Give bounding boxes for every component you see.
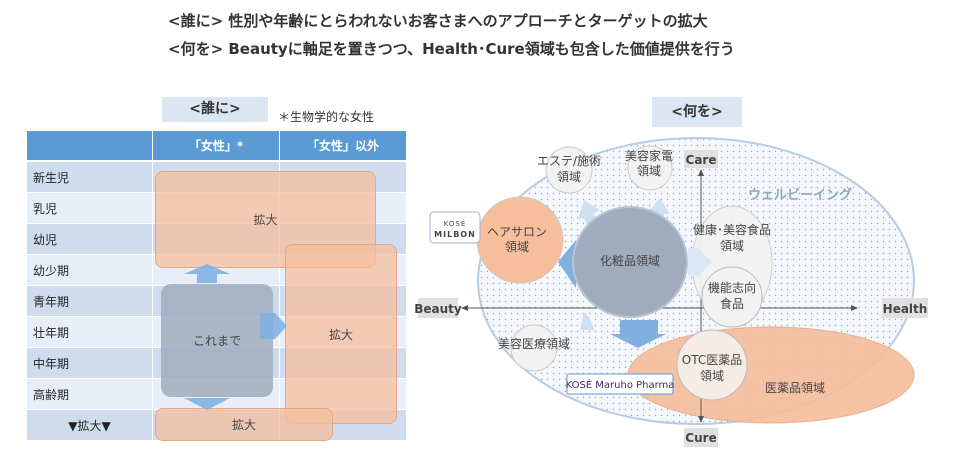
- arrow-down-icon: [184, 398, 230, 410]
- functional-food-label-2: 食品: [720, 296, 744, 311]
- table-row-label: 新生児: [27, 162, 152, 192]
- arrow-to-hair-icon: [558, 240, 576, 288]
- arrow-to-health-icon: [688, 248, 712, 276]
- table-row-label: 乳児: [27, 193, 152, 223]
- who-title: <誰に>: [162, 97, 268, 122]
- expand-box-bottom: 拡大: [155, 408, 333, 441]
- table-row-label: 幼少期: [27, 255, 152, 285]
- wellbeing-label: ウェルビーイング: [748, 187, 852, 203]
- milbon-logo-milbon: MILBON: [434, 230, 476, 239]
- este-label-2: 領域: [557, 169, 581, 184]
- table-row-label: ▼拡大▼: [27, 410, 152, 440]
- table-header-nonfemale: 「女性」以外: [280, 131, 406, 160]
- milbon-logo-kose: KOSÉ: [444, 219, 467, 228]
- female-note: ＊生物学的な女性: [278, 110, 375, 124]
- arrow-to-pharma-icon-2: [610, 320, 666, 348]
- appliance-label-1: 美容家電: [625, 148, 673, 163]
- health-food-label-1: 健康･美容食品: [693, 222, 771, 237]
- table-row-label: 壮年期: [27, 317, 152, 347]
- functional-food-circle: [701, 266, 763, 328]
- table-row-label: 青年期: [27, 286, 152, 316]
- aesthetic-medicine-label: 美容医療領域: [498, 336, 570, 351]
- arrow-up-icon: [184, 264, 230, 283]
- table-row-label: 中年期: [27, 348, 152, 378]
- otc-circle: [676, 329, 748, 401]
- maruho-logo: [566, 373, 674, 395]
- care-label-bg: [684, 150, 718, 168]
- appliance-circle: [627, 145, 673, 191]
- aesthetic-medicine-circle: [510, 324, 558, 372]
- expand-box-right: 拡大: [285, 244, 397, 424]
- hair-label-1: ヘアサロン: [487, 225, 547, 239]
- expand-box-top: 拡大: [155, 171, 376, 268]
- milbon-logo: [429, 211, 481, 244]
- current-box: これまで: [161, 284, 273, 397]
- otc-label-2: 領域: [700, 368, 724, 383]
- este-circle: [545, 146, 593, 194]
- pharma-label: 医薬品領域: [765, 380, 825, 395]
- beauty-label-bg: [418, 298, 458, 318]
- headline-who: <誰に> 性別や年齢にとらわれないお客さまへのアプローチとターゲットの拡大: [168, 12, 708, 30]
- table-header-blank: [27, 131, 152, 160]
- cure-label: Cure: [685, 431, 716, 445]
- left-arrows: [184, 264, 287, 410]
- table-header-female: 「女性」*: [153, 131, 279, 160]
- cure-label-bg: [684, 428, 718, 447]
- otc-label-1: OTC医薬品: [682, 353, 742, 367]
- health-label: Health: [883, 302, 928, 316]
- cosmetics-label: 化粧品領域: [600, 253, 660, 268]
- health-food-label-2: 領域: [720, 238, 744, 253]
- headline-what: <何を> Beautyに軸足を置きつつ、Health･Cure領域も包含した価値…: [168, 40, 735, 58]
- maruho-logo-text: KOSÉ Maruho Pharma: [566, 378, 675, 391]
- hair-label-2: 領域: [505, 239, 529, 254]
- cosmetics-circle: [572, 206, 688, 318]
- health-label-bg: [882, 298, 928, 318]
- arrow-to-medicine-icon: [580, 312, 594, 330]
- arrow-right-icon: [260, 313, 287, 339]
- functional-food-label-1: 機能志向: [708, 280, 756, 295]
- table-row-label: 高齢期: [27, 379, 152, 409]
- table-row-label: 幼児: [27, 224, 152, 254]
- appliance-label-2: 領域: [637, 163, 661, 178]
- what-title: <何を>: [652, 97, 742, 127]
- beauty-label: Beauty: [414, 302, 462, 316]
- care-label: Care: [686, 153, 717, 167]
- este-label-1: エステ/施術: [537, 154, 601, 168]
